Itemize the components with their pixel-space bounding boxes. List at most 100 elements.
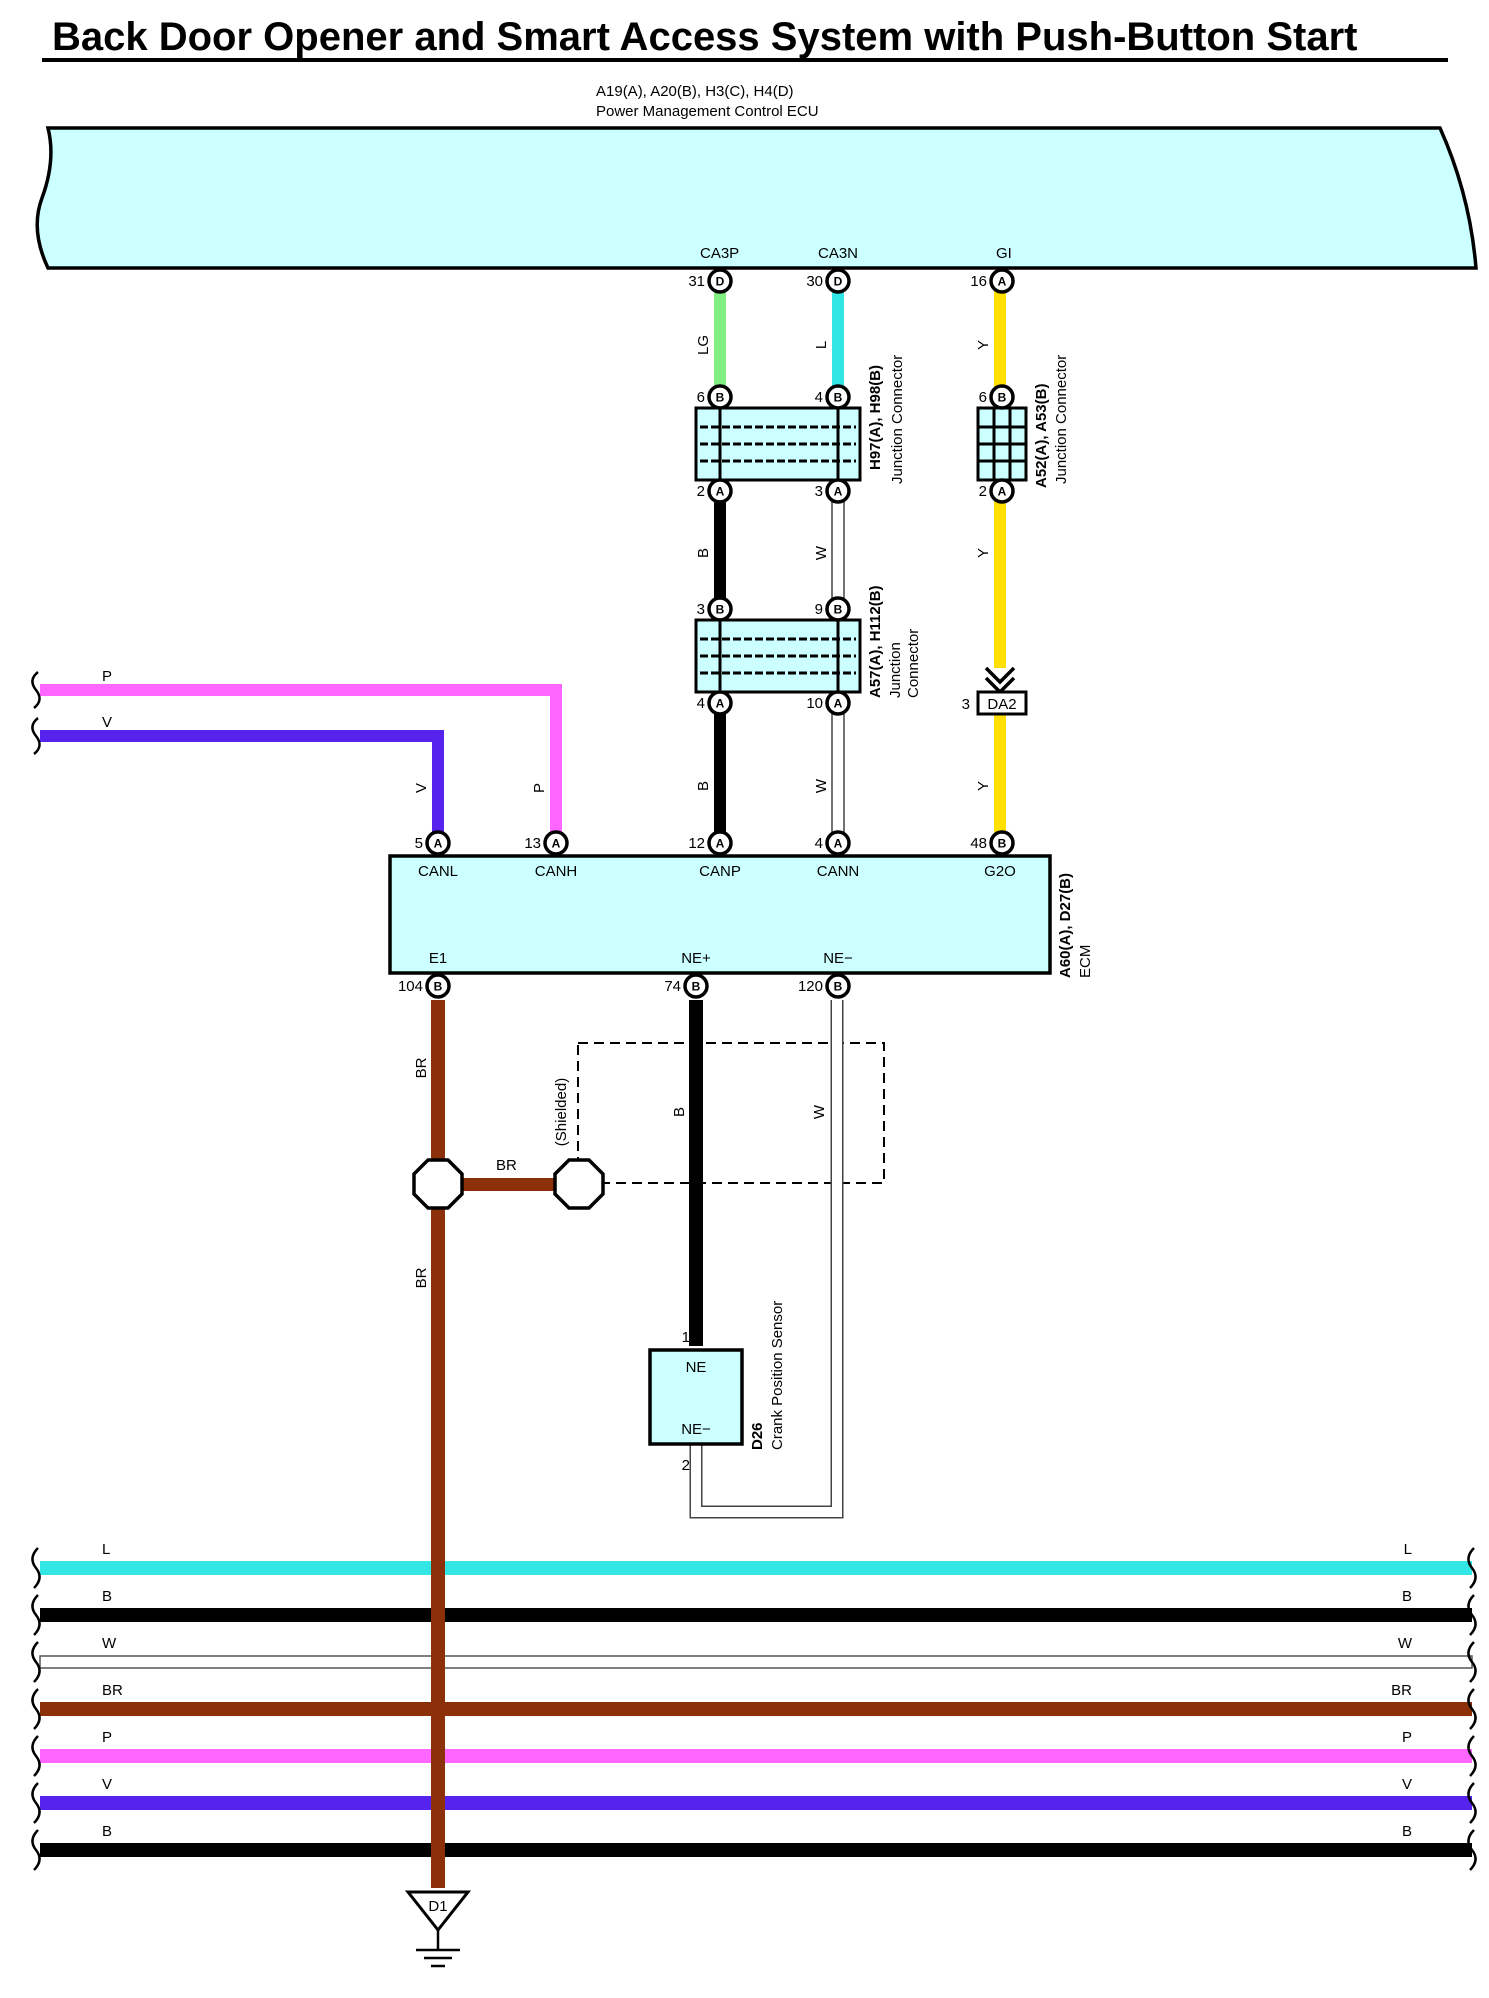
bus-label-right-4: BR (1391, 1682, 1412, 1699)
wire-b-2 (714, 712, 726, 840)
pin-nep: B 74 (664, 973, 709, 999)
terminal-canl: CANL (418, 863, 458, 880)
ground-label: D1 (428, 1898, 447, 1915)
sensor-terminal-ne: NE (686, 1359, 707, 1376)
pin-number-g2o: 48 (970, 835, 987, 852)
wire-label-b-3: B (671, 1107, 688, 1117)
bus-break-right-2 (1467, 1594, 1477, 1636)
wire-label-br-2: BR (496, 1157, 517, 1174)
sensor-pin-2: 2 (682, 1457, 690, 1474)
wire-b-1 (714, 500, 726, 606)
wire-label-b-1: B (695, 548, 712, 558)
wire-p-left (40, 684, 562, 840)
bus-label-right-3: W (1398, 1635, 1413, 1652)
pin-jc1-a3: A3 (815, 478, 851, 504)
wire-w-2 (831, 711, 845, 841)
pin-number-canl: 5 (415, 835, 423, 852)
wire-label-v: V (413, 783, 430, 793)
terminal-gi: GI (996, 245, 1012, 262)
bus-label-left-7: B (102, 1823, 112, 1840)
pin-jc1-b6: B6 (697, 384, 733, 410)
da2-label: DA2 (987, 696, 1016, 713)
pm-ecu-name: Power Management Control ECU (596, 103, 819, 120)
ecm-connectors: A60(A), D27(B) (1057, 873, 1074, 978)
bus-break-left-4 (31, 1688, 41, 1730)
pm-ecu-connectors: A19(A), A20(B), H3(C), H4(D) (596, 83, 794, 100)
wire-label-left-p: P (102, 668, 112, 685)
wire-label-br-1: BR (413, 1057, 430, 1078)
pin-jc1-b4: B4 (815, 384, 851, 410)
pin-number-jc2-b9: 9 (815, 601, 823, 618)
pin-jc2-b9: B9 (815, 596, 851, 622)
pin-ca3n: D30 (806, 268, 851, 294)
pin-number-jc1-b4: 4 (815, 389, 823, 406)
jc2-connectors: A57(A), H112(B) (867, 585, 884, 698)
jc3-name: Junction Connector (1053, 355, 1070, 484)
bus-break-right-7 (1467, 1829, 1477, 1871)
pin-conn-nem: B (834, 980, 843, 994)
junction-connector-3 (976, 406, 1028, 482)
pin-canh: A13 (524, 830, 569, 856)
ecm-name: ECM (1077, 945, 1094, 978)
pin-number-nem: 120 (798, 978, 823, 995)
wire-label-lg: LG (695, 335, 712, 355)
jc2-name-1: Junction (887, 642, 904, 698)
bus-label-left-5: P (102, 1729, 112, 1746)
terminal-canp: CANP (699, 863, 741, 880)
bus-break-left-6 (31, 1782, 41, 1824)
wire-lg (714, 290, 726, 396)
pin-conn-canl: A (434, 837, 443, 851)
pin-conn-canp: A (716, 837, 725, 851)
left-break-p (31, 671, 41, 709)
bus-label-right-1: L (1404, 1541, 1412, 1558)
wire-v-left (40, 730, 444, 840)
wire-label-y-2: Y (975, 548, 992, 558)
pin-conn-jc2-b3: B (716, 603, 725, 617)
terminal-g2o: G2O (984, 863, 1016, 880)
bus-label-left-2: B (102, 1588, 112, 1605)
pin-conn-jc2-a10: A (834, 697, 843, 711)
wire-y-1 (994, 290, 1006, 396)
pin-number-nep: 74 (664, 978, 681, 995)
pin-conn-jc1-b6: B (716, 391, 725, 405)
pin-number-gi: 16 (970, 273, 987, 290)
terminal-ca3n: CA3N (818, 245, 858, 262)
wire-label-y-3: Y (975, 781, 992, 791)
pin-number-cann: 4 (815, 835, 823, 852)
pin-conn-g2o: B (998, 837, 1007, 851)
pin-conn-nep: B (692, 980, 701, 994)
terminal-ne-plus: NE+ (681, 950, 711, 967)
bus-label-right-7: B (1402, 1823, 1412, 1840)
wire-label-br-3: BR (413, 1267, 430, 1288)
shield-label: (Shielded) (553, 1078, 570, 1146)
wire-label-b-2: B (695, 781, 712, 791)
junction-connector-2 (694, 618, 862, 694)
pin-cann: A4 (815, 830, 851, 856)
bus-break-right-1 (1467, 1547, 1477, 1589)
pin-number-jc1-b6: 6 (697, 389, 705, 406)
pin-number-canh: 13 (524, 835, 541, 852)
pin-conn-cann: A (834, 837, 843, 851)
bus-break-right-3 (1467, 1641, 1477, 1683)
crank-sensor-box (648, 1348, 744, 1446)
bus-label-left-1: L (102, 1541, 110, 1558)
sensor-terminal-ne-minus: NE− (681, 1421, 711, 1438)
bus-label-right-2: B (1402, 1588, 1412, 1605)
wire-l (832, 290, 844, 396)
bus-label-left-6: V (102, 1776, 112, 1793)
wire-label-w-2: W (813, 778, 830, 793)
jc2-name-2: Connector (905, 629, 922, 698)
pin-number-ca3n: 30 (806, 273, 823, 290)
wire-y-2 (994, 500, 1006, 668)
ecm-box (388, 854, 1052, 975)
pin-conn-jc1-b4: B (834, 391, 843, 405)
bus-label-left-3: W (102, 1635, 117, 1652)
bus-break-right-4 (1467, 1688, 1477, 1730)
